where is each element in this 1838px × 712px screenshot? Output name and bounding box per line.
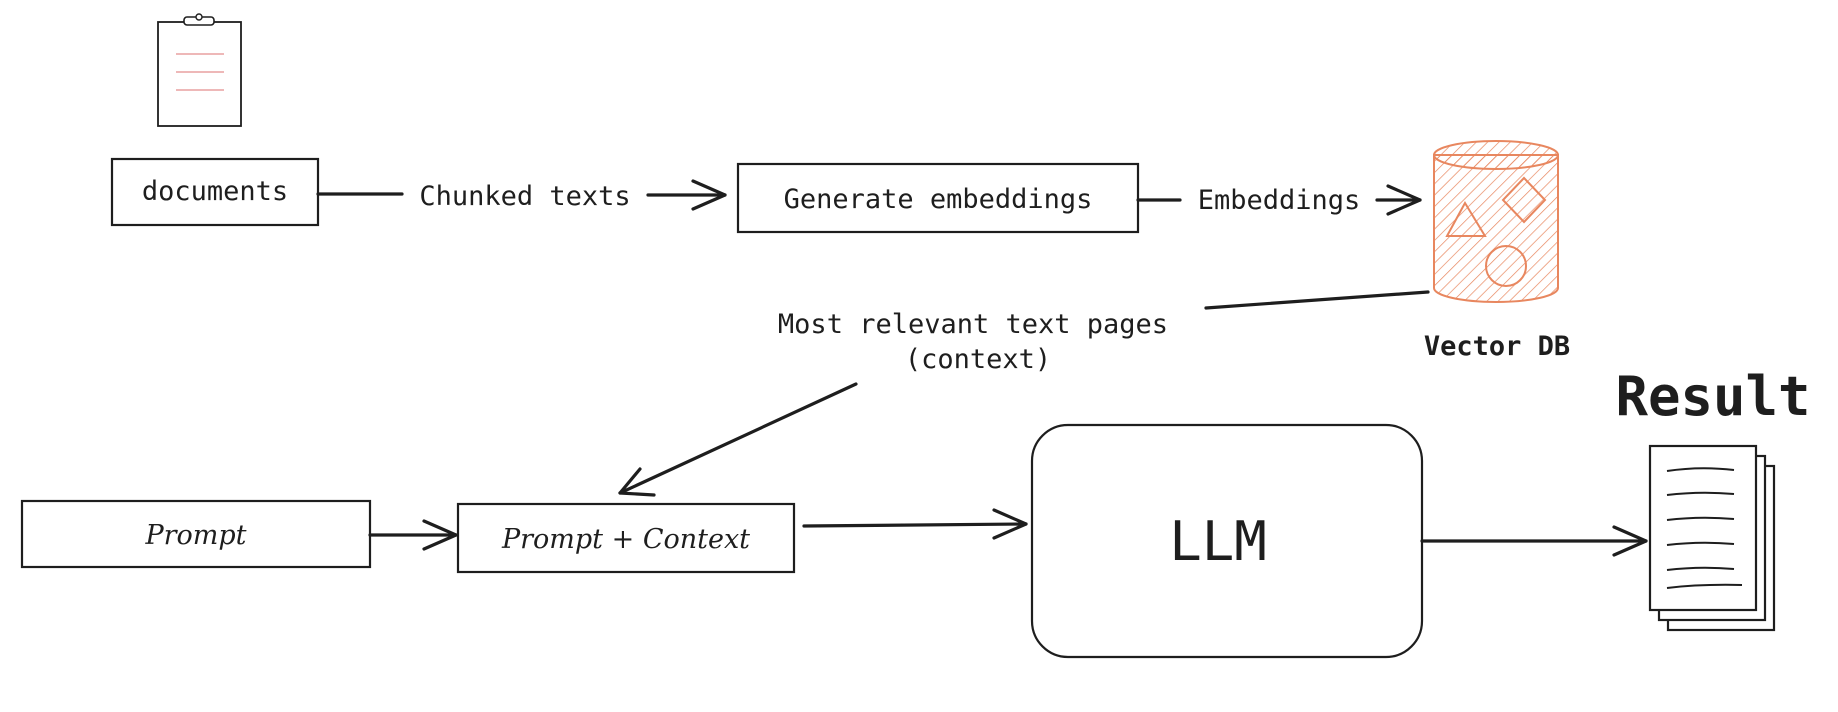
llm-node: LLM xyxy=(1030,423,1424,659)
generate-embeddings-label: Generate embeddings xyxy=(784,184,1093,215)
prompt-context-node: Prompt + Context xyxy=(456,502,796,574)
document-stack-icon xyxy=(1648,444,1776,632)
embeddings-label: Embeddings xyxy=(1198,185,1361,216)
arrow-embeddings: Embeddings xyxy=(1136,184,1422,216)
clipboard-icon xyxy=(157,13,242,127)
documents-node: documents xyxy=(110,157,320,227)
arrow-to-llm xyxy=(802,508,1028,540)
arrow-chunked-texts: Chunked texts xyxy=(316,179,727,212)
arrow-to-result xyxy=(1420,525,1648,557)
prompt-label: Prompt xyxy=(144,520,246,551)
prompt-node: Prompt xyxy=(20,499,372,569)
arrow-prompt xyxy=(368,519,458,551)
vector-db-label: Vector DB xyxy=(1424,331,1570,362)
chunked-texts-label: Chunked texts xyxy=(419,181,630,212)
llm-label: LLM xyxy=(1169,510,1267,573)
documents-label: documents xyxy=(142,176,288,207)
arrow-relevant-context: Most relevant text pages (context) xyxy=(618,290,1430,497)
relevant-text-line2: (context) xyxy=(905,344,1051,375)
prompt-context-label: Prompt + Context xyxy=(501,524,750,555)
relevant-text-line1: Most relevant text pages xyxy=(778,309,1168,340)
database-cylinder-icon xyxy=(1433,140,1559,303)
generate-embeddings-node: Generate embeddings xyxy=(736,162,1140,234)
result-label: Result xyxy=(1615,365,1810,428)
